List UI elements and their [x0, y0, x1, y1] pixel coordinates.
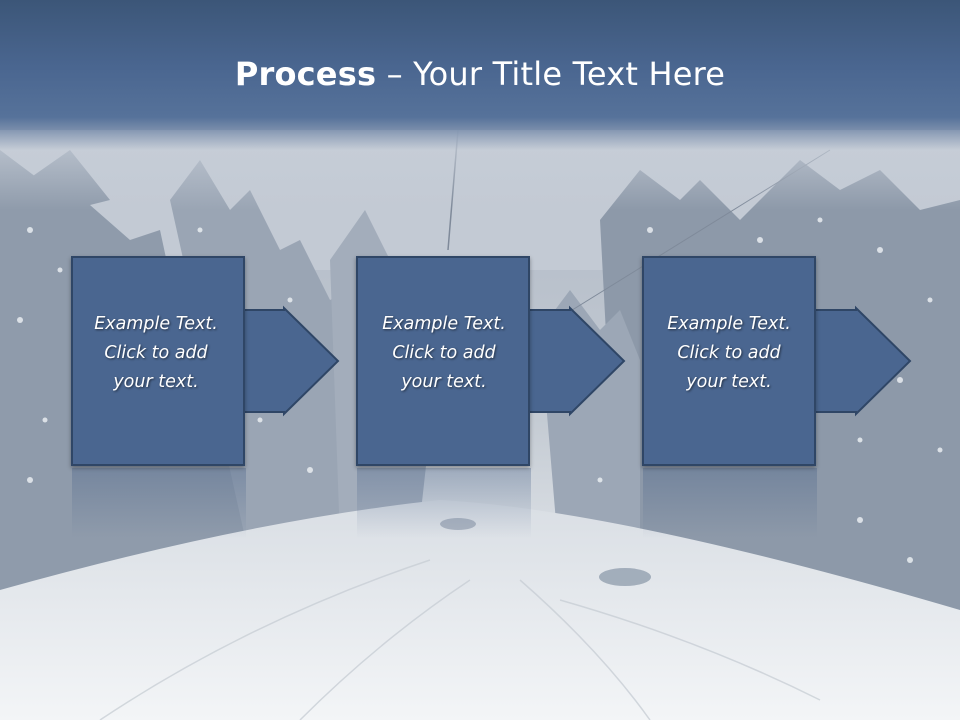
title-rest: – Your Title Text Here — [376, 55, 726, 93]
step-2-text[interactable]: Example Text. Click to add your text. — [382, 314, 506, 392]
title-band — [0, 0, 960, 150]
right-arrow-icon — [812, 305, 912, 417]
step-1-text[interactable]: Example Text. Click to add your text. — [94, 314, 218, 392]
step-2-box[interactable] — [356, 256, 530, 466]
step-3-text[interactable]: Example Text. Click to add your text. — [667, 314, 791, 392]
slide-title[interactable]: Process – Your Title Text Here — [0, 52, 960, 96]
right-arrow-icon — [526, 305, 626, 417]
step-3-box[interactable] — [642, 256, 816, 466]
step-1-box[interactable] — [71, 256, 245, 466]
step-3-reflection — [643, 468, 817, 538]
right-arrow-icon — [240, 305, 340, 417]
step-2-reflection — [357, 468, 531, 538]
step-1-reflection — [72, 468, 246, 538]
title-bold: Process — [234, 55, 377, 93]
